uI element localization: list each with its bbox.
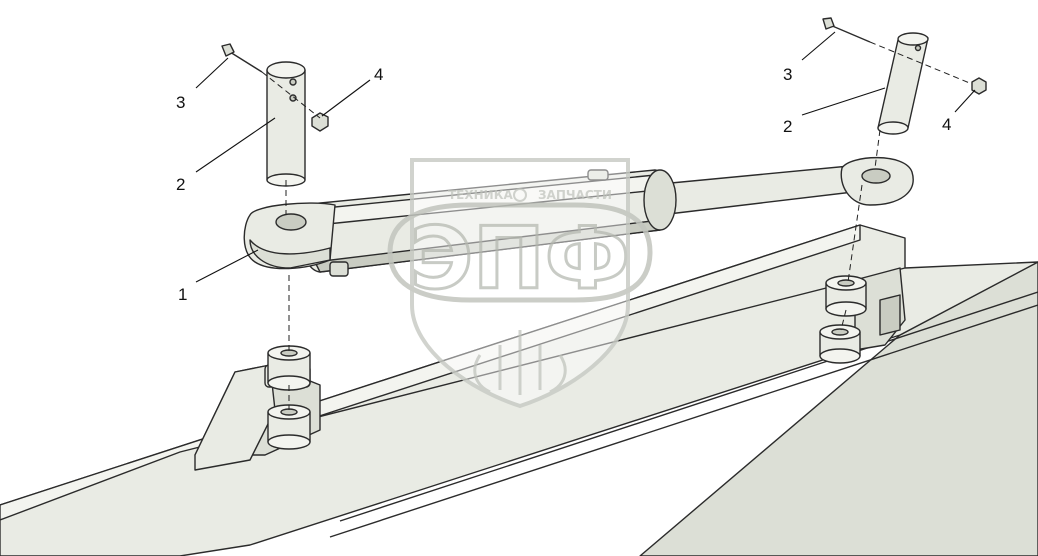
right-bolt [822, 17, 871, 43]
wheat-icon [473, 330, 567, 395]
callout-right-2: 2 [783, 117, 792, 136]
callout-left-3: 3 [176, 93, 185, 112]
callout-right-4: 4 [942, 115, 951, 134]
watermark: ТЕХНИКА ЗАПЧАСТИ ЭПФ [387, 158, 653, 409]
left-nut [311, 112, 329, 132]
assembly-axes [261, 41, 973, 410]
left-upper-bushing [267, 345, 311, 391]
right-lower-bushing [819, 324, 861, 364]
right-pin [877, 32, 929, 135]
left-bolt [221, 43, 263, 73]
leader-lines [195, 31, 976, 283]
right-bracket [854, 267, 906, 351]
gear-icon [513, 188, 527, 202]
watermark-big-text: ЭПФ [410, 209, 630, 309]
left-lower-bushing [267, 404, 311, 450]
watermark-text-left: ТЕХНИКА [448, 188, 514, 202]
callouts: 3 4 2 1 3 2 4 [176, 65, 951, 304]
right-nut [971, 77, 987, 95]
left-pin [266, 61, 306, 187]
callout-left-2: 2 [176, 175, 185, 194]
callout-left-4: 4 [374, 65, 383, 84]
watermark-text-right: ЗАПЧАСТИ [538, 188, 612, 202]
callout-right-3: 3 [783, 65, 792, 84]
callout-left-1: 1 [178, 285, 187, 304]
right-upper-bushing [825, 275, 867, 317]
